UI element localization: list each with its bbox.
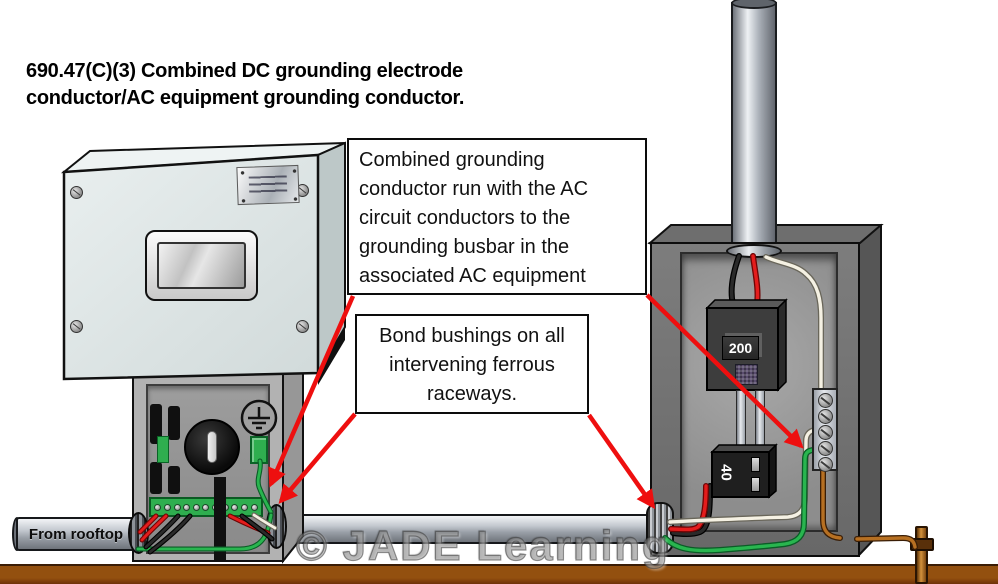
- fuse-slot: [150, 404, 162, 444]
- terminal-screw: [183, 503, 191, 511]
- inverter-display-screen: [157, 242, 246, 289]
- title-line-1: 690.47(C)(3) Combined DC grounding elect…: [26, 60, 463, 82]
- callout-line: Bond bushings on all: [379, 325, 565, 347]
- fuse-slot: [168, 466, 180, 494]
- branch-breaker-rating-label: 40: [717, 464, 735, 481]
- service-mast-conduit: [731, 2, 777, 246]
- service-mast-opening: [731, 0, 777, 9]
- inverter-screw: [296, 320, 309, 333]
- terminal-screw: [173, 503, 181, 511]
- page-title: 690.47(C)(3) Combined DC grounding elect…: [26, 58, 464, 112]
- inverter-nameplate: [236, 164, 300, 206]
- from-rooftop-label: From rooftop: [28, 525, 124, 543]
- inverter-screw: [70, 320, 83, 333]
- callout-line: grounding busbar in the: [359, 236, 570, 258]
- callout-line: associated AC equipment: [359, 265, 586, 287]
- busbar-screw: [818, 425, 833, 440]
- watermark: © JADE Learning: [295, 521, 670, 569]
- ground-terminal-block: [250, 436, 268, 464]
- callout-line: raceways.: [426, 383, 518, 405]
- grounding-busbar: [812, 388, 838, 472]
- green-terminal-tab: [157, 436, 169, 463]
- busbar-screw: [818, 441, 833, 456]
- terminal-screw: [240, 503, 248, 511]
- terminal-screw: [250, 503, 258, 511]
- callout-bond-bushings: Bond bushings on all intervening ferrous…: [355, 314, 589, 414]
- ground-rod: [915, 526, 928, 584]
- callout-line: Combined grounding: [359, 149, 545, 171]
- terminal-screw: [231, 503, 239, 511]
- mast-entry-collar: [726, 244, 782, 258]
- ground-rod-clamp: [910, 538, 934, 551]
- busbar-screw: [818, 409, 833, 424]
- earth-ground-strip: [0, 564, 998, 584]
- busbar-screw: [818, 393, 833, 408]
- terminal-strip: [149, 497, 263, 517]
- callout-line: intervening ferrous: [389, 354, 555, 376]
- disconnect-right-bushing: [266, 504, 287, 549]
- inverter-screw: [70, 186, 83, 199]
- title-line-2: conductor/AC equipment grounding conduct…: [26, 87, 465, 109]
- wire-divider-bar: [214, 477, 226, 561]
- breaker-clip: [751, 477, 760, 492]
- main-breaker-rating-label: 200: [722, 336, 759, 360]
- callout-line: conductor run with the AC: [359, 178, 589, 200]
- callout-combined-grounding: Combined grounding conductor run with th…: [347, 138, 647, 295]
- terminal-screw: [202, 503, 210, 511]
- busbar-screw: [818, 457, 833, 472]
- breaker-spec-sticker: [735, 364, 758, 385]
- terminal-screw: [192, 503, 200, 511]
- breaker-clip: [751, 457, 760, 472]
- earth-ground-icon: [240, 399, 278, 437]
- fuse-slot: [168, 406, 180, 440]
- terminal-screw: [163, 503, 171, 511]
- rooftop-conduit: [16, 517, 136, 551]
- callout-line: circuit conductors to the: [359, 207, 571, 229]
- fuse-slot: [150, 462, 162, 494]
- disconnect-left-bushing: [128, 512, 149, 554]
- rotary-switch-handle[interactable]: [207, 431, 217, 463]
- terminal-screw: [154, 503, 162, 511]
